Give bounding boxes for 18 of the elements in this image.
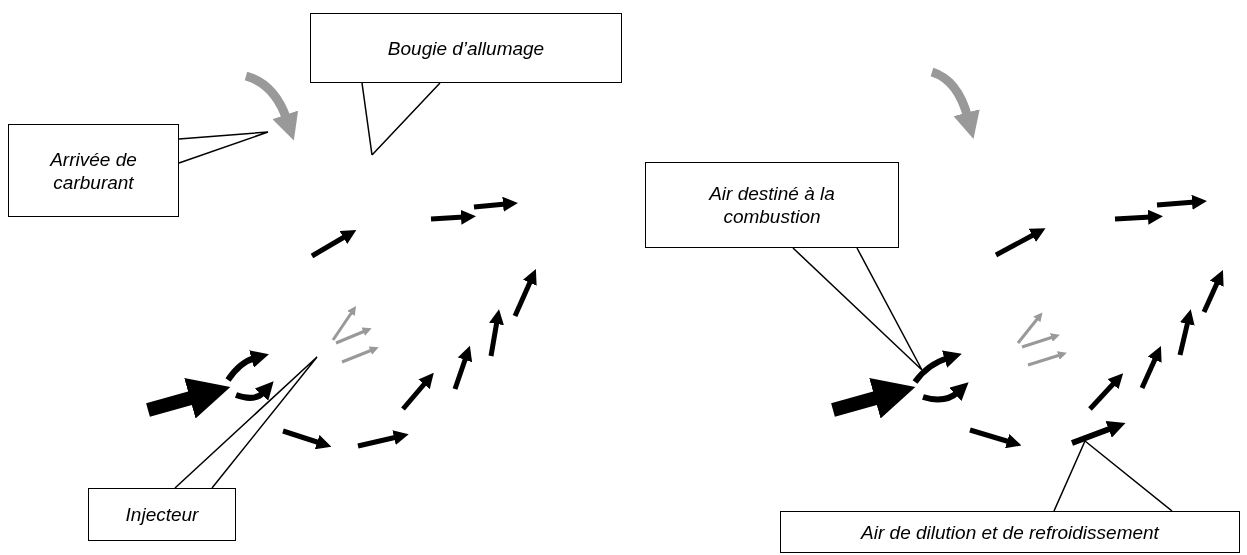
callout-box [310, 13, 622, 83]
callout-pointer [1053, 440, 1173, 512]
callout-box [8, 124, 179, 217]
curved-arrow [244, 71, 298, 141]
callout-label: Injecteur [125, 503, 199, 526]
arrow [1070, 420, 1126, 446]
callout-label: Bougie d’allumage [387, 36, 545, 60]
callout-label: Air destiné à la combustion [707, 182, 836, 228]
callout-pointer [792, 247, 923, 371]
callout-box [645, 162, 899, 248]
callout-pointer [178, 131, 269, 164]
callout-pointer [174, 356, 318, 489]
callout-box [88, 488, 236, 541]
callout-label: Arrivée de carburant [48, 147, 138, 194]
callout-label: Air de dilution et de refroidissement [861, 520, 1159, 544]
curved-arrow [912, 350, 962, 384]
callout-pointer [361, 82, 441, 156]
callout-box [780, 511, 1240, 553]
